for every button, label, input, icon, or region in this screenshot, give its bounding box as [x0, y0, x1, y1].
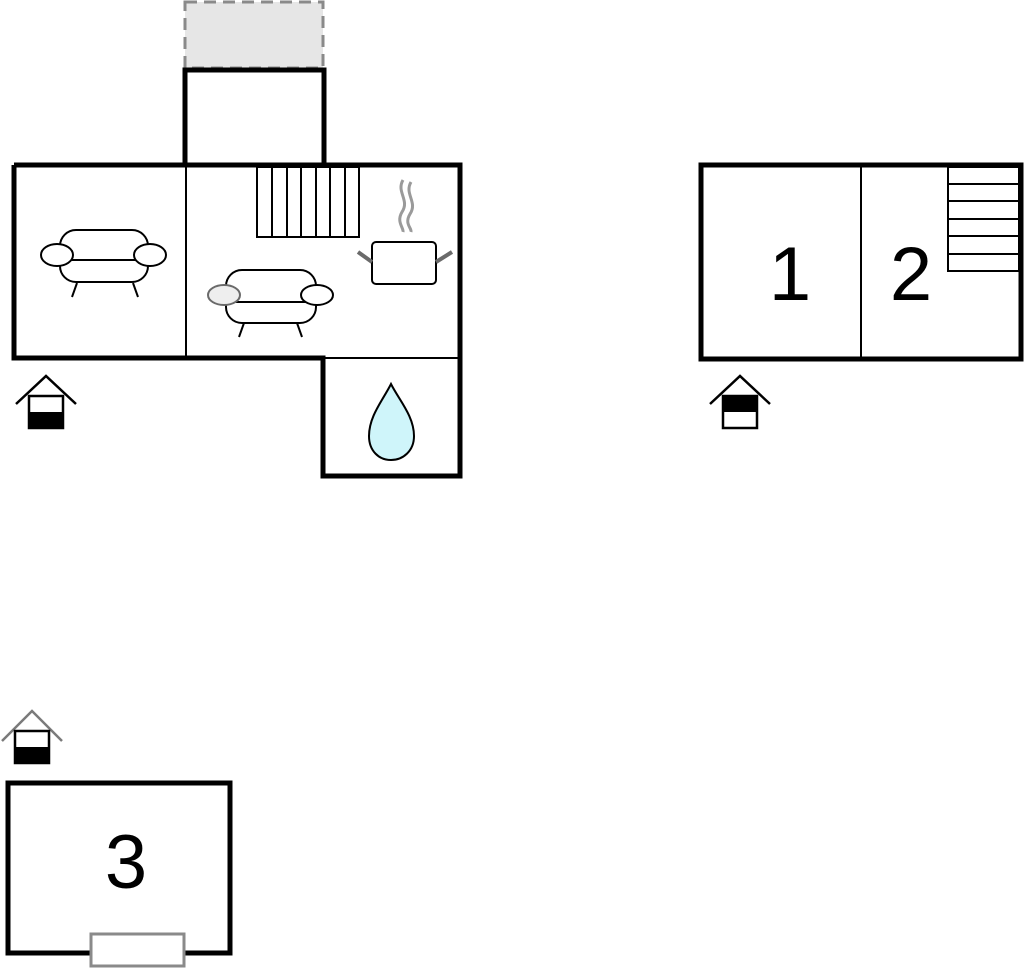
floor-level-icon [709, 374, 771, 430]
floor-level-icon [15, 374, 77, 430]
entrance-hall [182, 67, 327, 168]
stairs-icon [256, 166, 360, 238]
first-floor: 1 2 [698, 162, 1024, 430]
room-number: 3 [105, 820, 147, 905]
first-floor-outline [698, 162, 1024, 362]
room-number: 1 [769, 232, 811, 317]
stairs-icon [947, 166, 1020, 272]
sofa-icon [40, 229, 167, 298]
ground-floor [11, 0, 463, 479]
kitchen-pot-icon [356, 179, 454, 285]
annex-floor: 3 [1, 709, 233, 968]
bathroom-drop-icon [367, 381, 416, 462]
sofa-icon [207, 269, 334, 338]
terrace [183, 0, 325, 70]
floor-level-icon [1, 709, 63, 765]
annex-window [89, 932, 186, 968]
ground-floor-outline [11, 162, 463, 479]
room-number: 2 [890, 232, 932, 317]
